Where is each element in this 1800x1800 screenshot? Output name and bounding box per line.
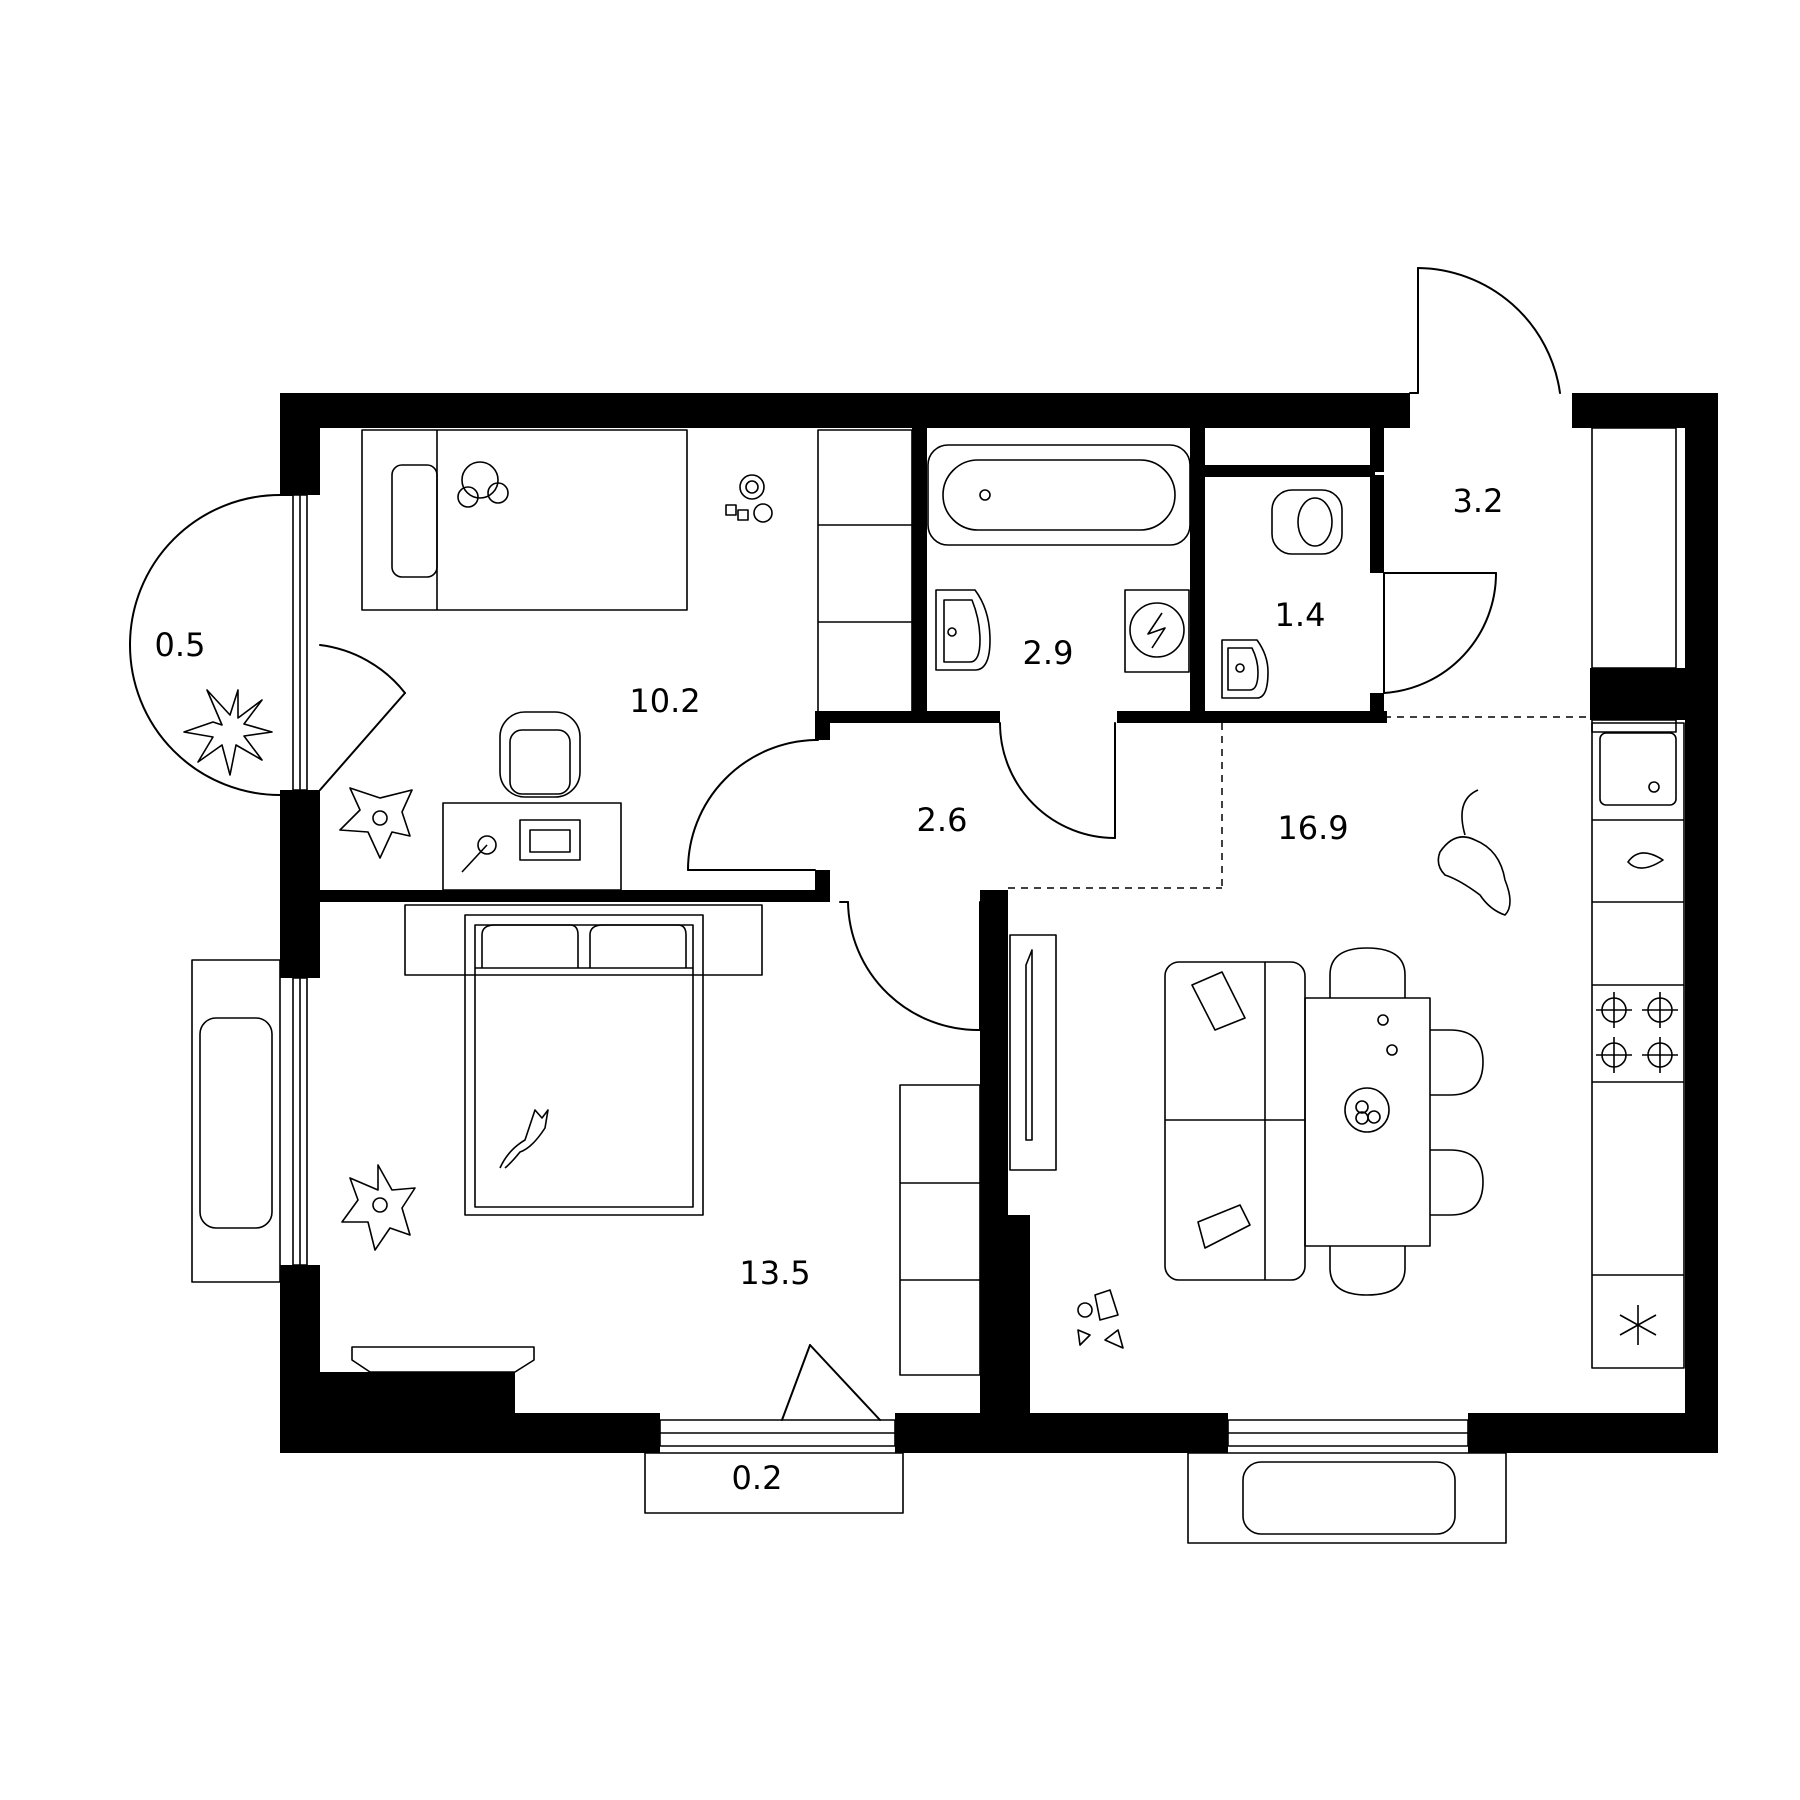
wc-sink	[1221, 639, 1269, 699]
area-label-balcony-left: 0.5	[155, 626, 206, 664]
plant-bedroom-icon	[341, 1164, 416, 1251]
washing-machine-icon	[1124, 589, 1190, 673]
area-label-kids-room: 10.2	[629, 682, 700, 720]
kitchen-counter	[1591, 722, 1685, 1369]
bathtub	[927, 444, 1191, 546]
toys-icon	[725, 474, 773, 523]
faucet-icon	[1627, 852, 1664, 869]
dog-icon	[1437, 789, 1511, 916]
fridge-snowflake-icon	[1619, 1305, 1657, 1345]
area-label-entrance: 3.2	[1453, 482, 1504, 520]
area-label-bathroom: 2.9	[1023, 634, 1074, 672]
area-label-bedroom: 13.5	[739, 1254, 810, 1292]
kids-toys-icon	[1077, 1289, 1124, 1349]
area-label-toilet: 1.4	[1275, 596, 1326, 634]
balcony-left	[129, 494, 294, 796]
area-label-kitchen-living: 16.9	[1277, 809, 1348, 847]
planter-bottom	[1187, 1452, 1507, 1544]
washbasin	[935, 589, 991, 671]
tv-unit	[1009, 934, 1057, 1171]
cooktop-icon	[1596, 992, 1678, 1073]
windows	[292, 427, 1677, 1447]
plant-icon	[339, 787, 413, 859]
desk	[442, 802, 622, 891]
area-label-balcony-bottom: 0.2	[732, 1459, 783, 1497]
dining-chairs	[1329, 947, 1484, 1296]
walls	[280, 393, 1718, 1453]
planter-left	[191, 959, 281, 1283]
wardrobe-bedroom	[899, 1084, 981, 1376]
cat-icon	[499, 1109, 549, 1169]
zone-lines	[1008, 716, 1590, 889]
single-bed	[361, 429, 688, 611]
toilet-bowl	[1271, 489, 1343, 555]
bedroom-shelf	[351, 1346, 535, 1373]
dining-table	[1304, 997, 1431, 1247]
sofa	[1164, 961, 1306, 1281]
area-label-hallway: 2.6	[917, 801, 968, 839]
double-bed	[404, 904, 763, 1216]
wardrobe-kids	[817, 429, 913, 716]
desk-chair	[499, 711, 581, 798]
balcony-bottom	[644, 1452, 904, 1514]
palm-plant-icon	[183, 689, 273, 776]
doors	[319, 267, 1561, 1421]
